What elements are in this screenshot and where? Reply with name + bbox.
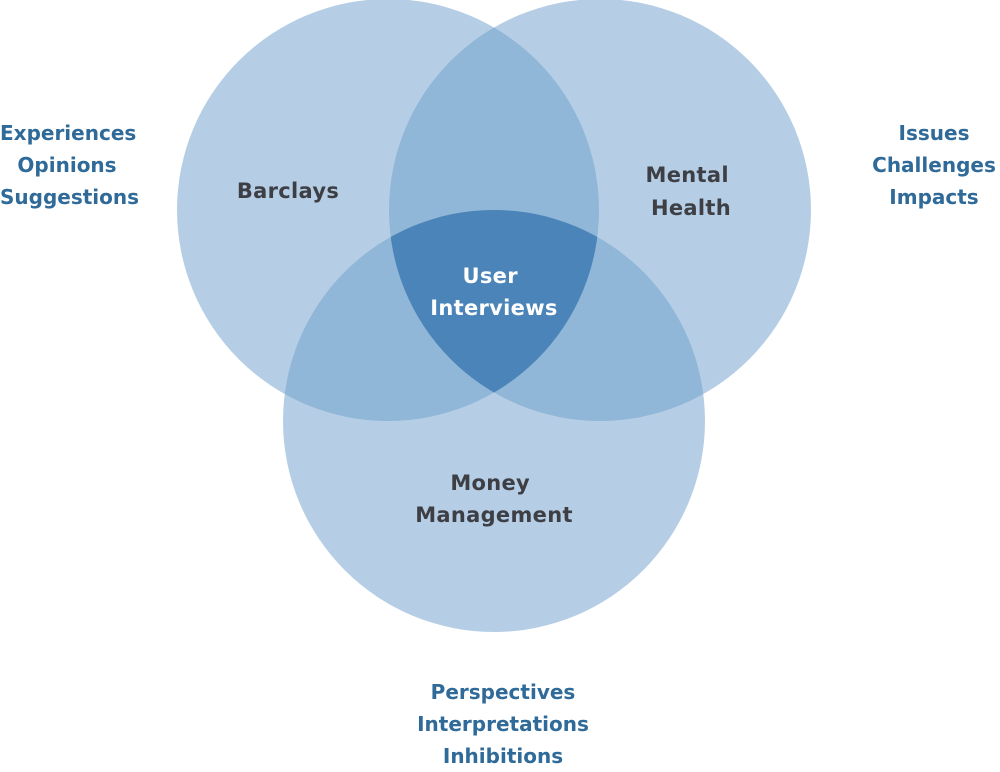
left-list-item: Opinions [17,153,117,177]
left-list-item: Suggestions [0,185,140,209]
right-list-item: Challenges [872,153,996,177]
bottom-list-item: Interpretations [417,712,589,736]
bottom-list-item: Inhibitions [442,744,564,768]
circles-layer [177,0,811,632]
left-list-item: Experiences [0,121,137,145]
label-mental-health: Mental Health [646,163,737,220]
bottom-side-list: Perspectives Interpretations Inhibitions [403,676,603,772]
right-list-item: Impacts [889,185,979,209]
right-side-list: Issues Challenges Impacts [868,117,1000,213]
right-list-item: Issues [898,121,970,145]
left-side-list: Experiences Opinions Suggestions [0,117,140,213]
label-barclays: Barclays [237,179,339,203]
circle-money-management [283,210,705,632]
label-user-interviews: User Interviews [430,264,557,320]
label-money-management: Money Management [415,471,573,527]
bottom-list-item: Perspectives [430,680,576,704]
